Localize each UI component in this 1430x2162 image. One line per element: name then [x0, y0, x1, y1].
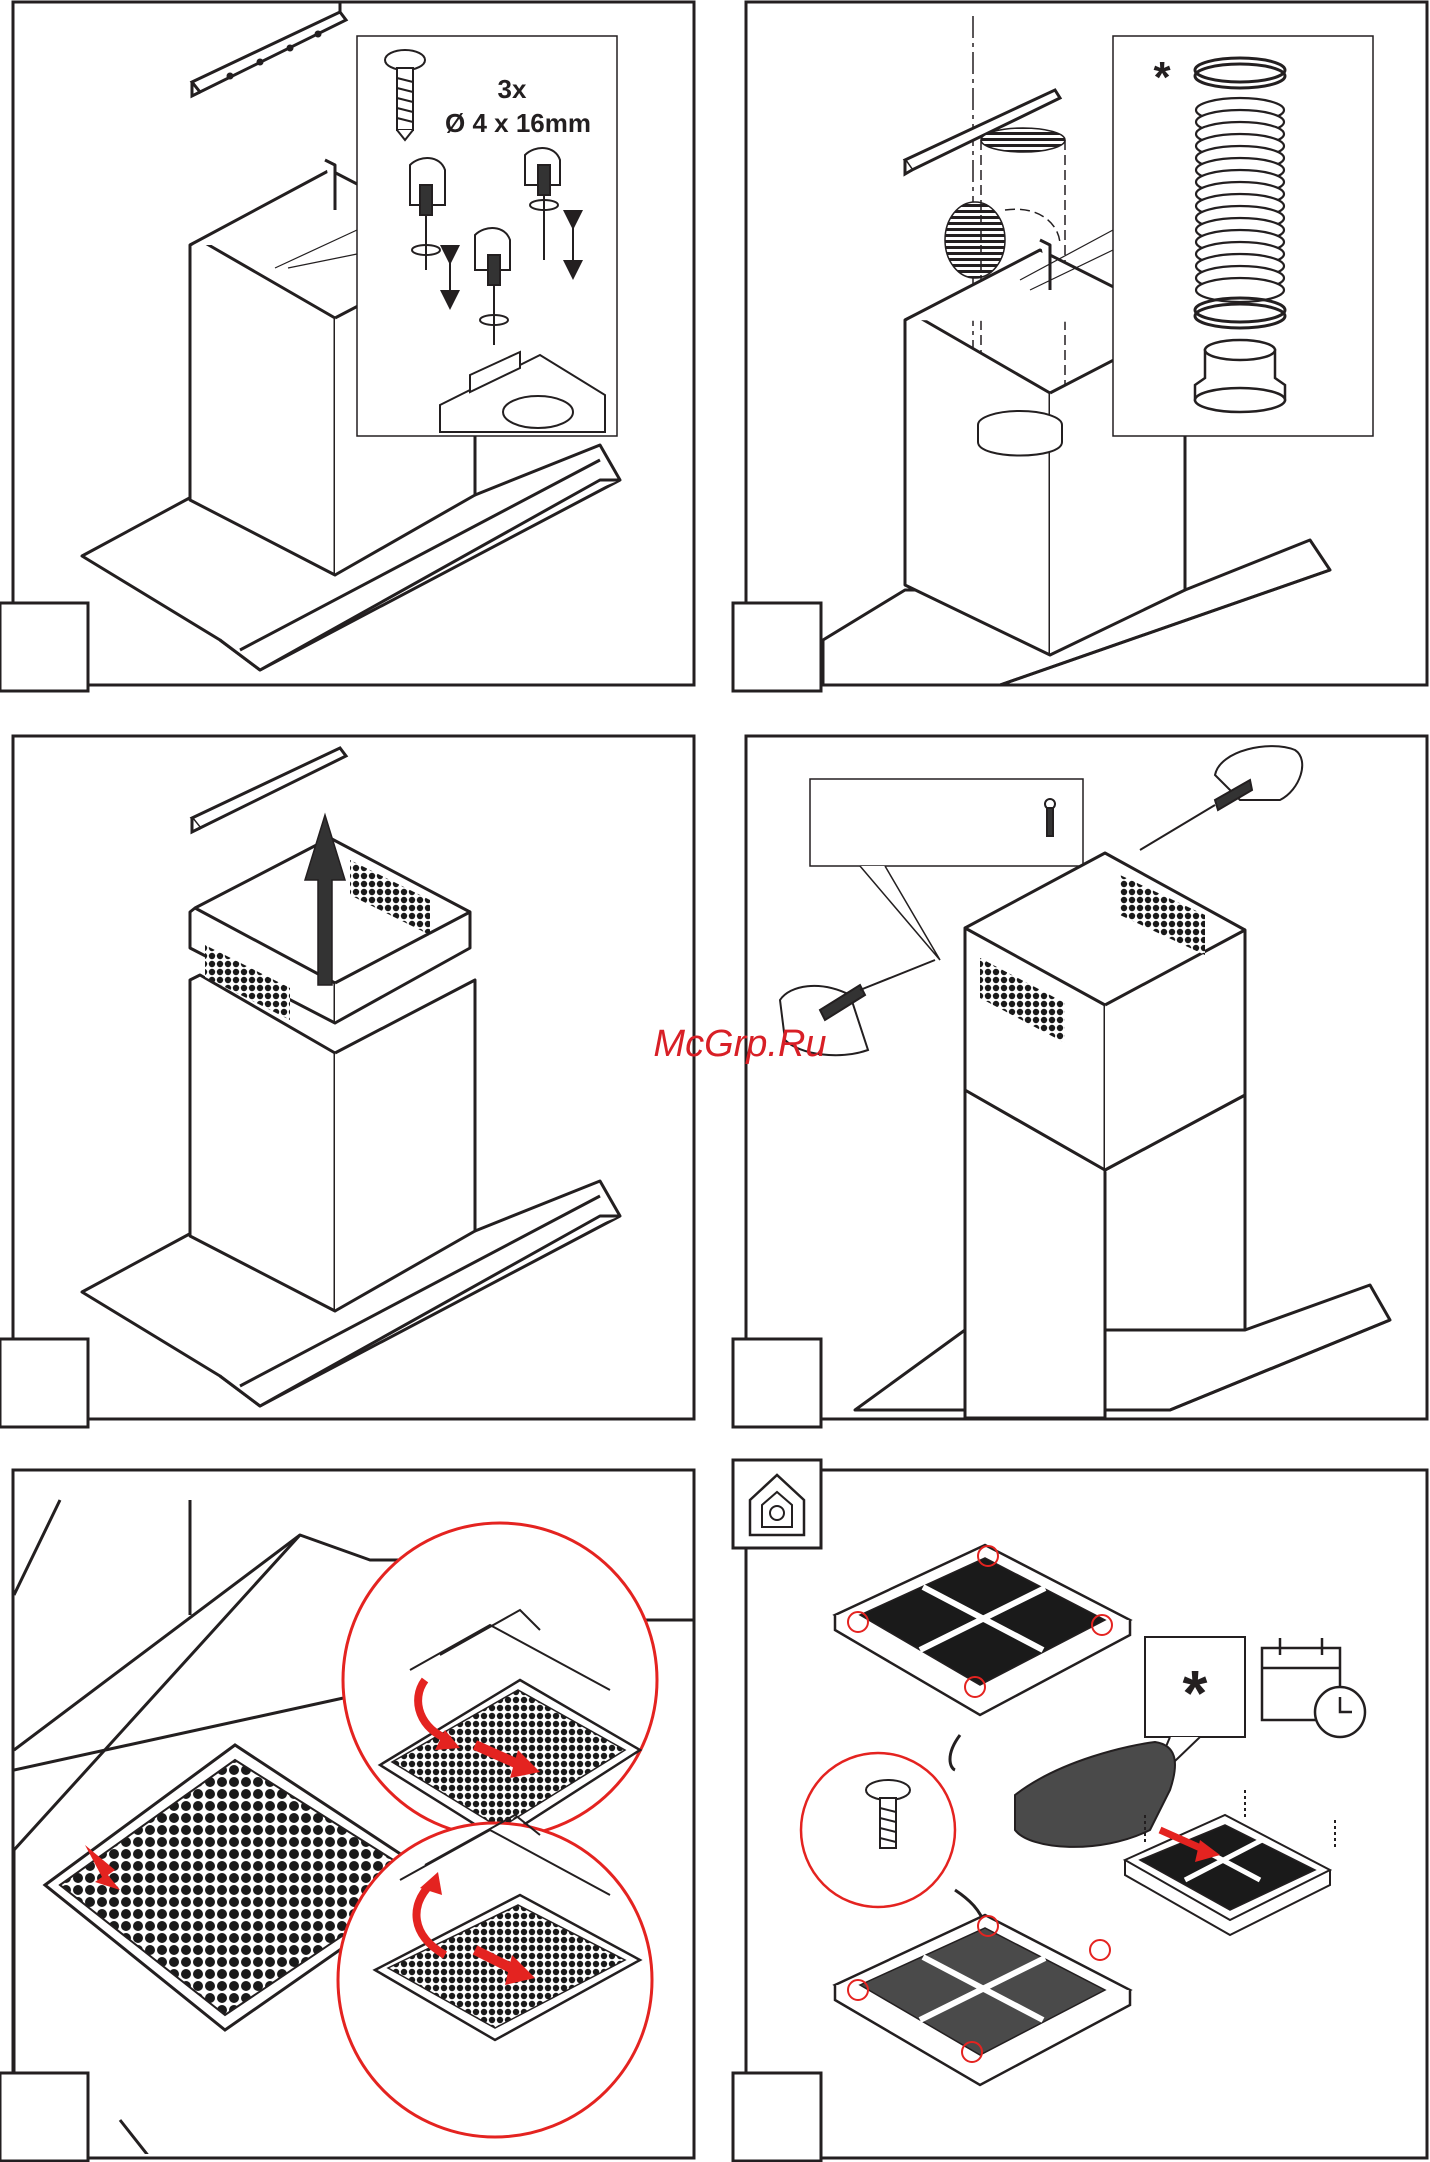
step-number-box	[0, 603, 88, 691]
watermark: McGrp.Ru	[653, 1023, 826, 1065]
screw-icon	[1045, 799, 1055, 836]
screw-detail-circle	[801, 1735, 985, 1925]
optional-accessory-mark: *	[1183, 1657, 1208, 1729]
screw-size: Ø 4 x 16mm	[445, 108, 591, 138]
panel-1: 3x Ø 4 x 16mm	[0, 2, 694, 691]
duct-adaptor-icon	[1195, 340, 1285, 412]
panel-4	[733, 736, 1427, 1427]
calendar-clock-icon	[1262, 1638, 1365, 1737]
recirculation-mode-icon	[733, 1460, 821, 1548]
screw-callout	[810, 779, 1083, 866]
panel-2: *	[733, 2, 1427, 691]
carbon-filter-bottom	[835, 1915, 1130, 2085]
hand-screwdriver-icon	[1140, 746, 1302, 850]
panel-6: *	[733, 1460, 1427, 2161]
accessory-inset: *	[1020, 36, 1373, 436]
wall-opening	[945, 202, 1005, 278]
step-number-box	[0, 2073, 88, 2161]
hood-body	[855, 853, 1390, 1418]
hood-body	[82, 838, 620, 1406]
carbon-pad	[1015, 1742, 1175, 1847]
optional-accessory-mark: *	[1153, 53, 1171, 102]
screw-count: 3x	[498, 74, 527, 104]
carbon-filter-top	[835, 1545, 1130, 1715]
detail-circle-remove	[343, 1523, 657, 1840]
duct-opening	[981, 128, 1065, 152]
step-number-box	[733, 2073, 821, 2161]
step-number-box	[0, 1339, 88, 1427]
panel-3	[0, 736, 694, 1427]
wall-bracket	[192, 2, 346, 96]
step-number-box	[733, 603, 821, 691]
step-number-box	[733, 1339, 821, 1427]
panel-5	[0, 1470, 694, 2161]
flexible-hose-icon	[1196, 98, 1284, 302]
